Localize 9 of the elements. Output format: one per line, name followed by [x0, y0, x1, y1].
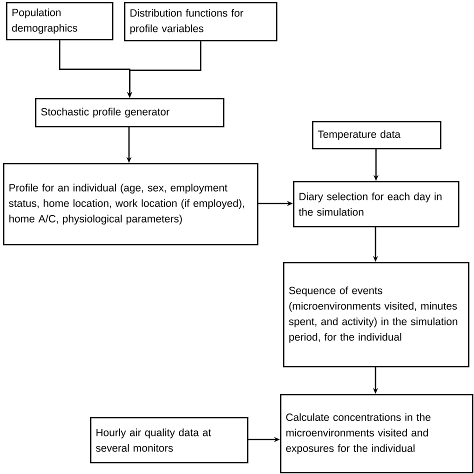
process-box: Temperature data	[312, 121, 442, 150]
process-box: Calculate concentrations in the microenvironments visited and exposures for the individual	[280, 394, 474, 474]
process-box: Population demographics	[6, 2, 114, 40]
process-box: Stochastic profile generator	[35, 98, 224, 128]
process-box: Sequence of events (microenvironments visited, minutes spent, and activity) in the simulation period, for the individual	[283, 262, 470, 368]
process-box: Distribution functions for profile variables	[124, 2, 278, 42]
process-box: Hourly air quality data at several monitors	[90, 417, 248, 464]
process-box: Diary selection for each day in the simulation	[293, 181, 460, 228]
process-box: Profile for an individual (age, sex, employment status, home location, work location (if employed), home A/C, physiological parameters)	[3, 163, 258, 246]
